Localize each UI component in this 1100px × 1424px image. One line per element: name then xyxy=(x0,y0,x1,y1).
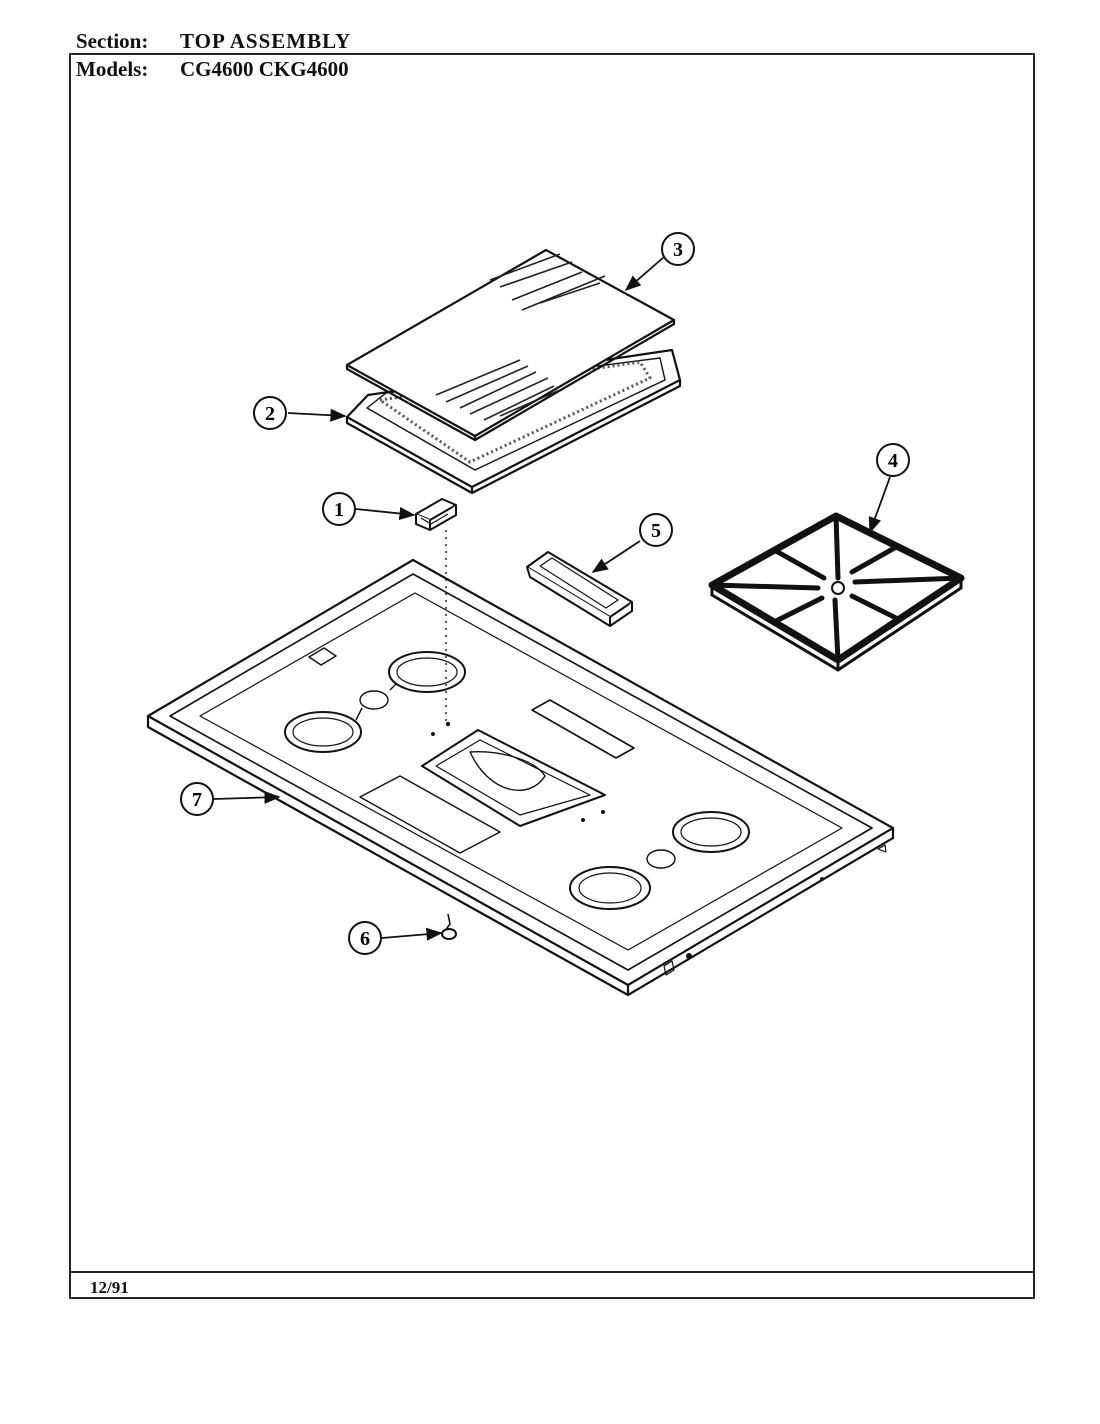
revision-date: 12/91 xyxy=(90,1278,129,1297)
svg-text:7: 7 xyxy=(192,789,202,811)
models-list: CG4600 CKG4600 xyxy=(180,57,349,81)
burner-grate xyxy=(708,512,965,672)
leader-6 xyxy=(381,927,443,941)
left-burner-openings xyxy=(284,651,466,753)
griddle-cover xyxy=(345,248,676,442)
leader-7 xyxy=(213,790,281,804)
callout-2: 2 xyxy=(253,396,287,430)
svg-text:3: 3 xyxy=(673,239,683,261)
svg-text:1: 1 xyxy=(334,499,344,521)
svg-text:2: 2 xyxy=(265,403,275,425)
callout-6: 6 xyxy=(348,921,382,955)
callout-4: 4 xyxy=(876,443,910,477)
callout-3: 3 xyxy=(661,232,695,266)
models-label: Models: xyxy=(76,57,149,81)
leader-3 xyxy=(624,256,665,292)
svg-text:5: 5 xyxy=(651,520,661,542)
right-burner-openings xyxy=(569,811,750,910)
center-well xyxy=(308,647,635,854)
svg-text:4: 4 xyxy=(888,450,898,472)
leader-4 xyxy=(868,476,891,534)
callout-7: 7 xyxy=(180,782,214,816)
callout-1: 1 xyxy=(322,492,356,526)
leader-lines xyxy=(213,256,891,941)
callout-5: 5 xyxy=(639,513,673,547)
footer-divider xyxy=(69,1271,1035,1273)
leader-1 xyxy=(355,507,416,520)
leader-2 xyxy=(287,408,347,422)
section-label: Section: xyxy=(76,29,149,53)
drawing-frame xyxy=(69,53,1035,1299)
leader-5 xyxy=(591,540,641,573)
ignitor-cover xyxy=(526,551,633,627)
svg-text:6: 6 xyxy=(360,928,370,950)
mounting-screw xyxy=(441,913,457,940)
retainer-clip xyxy=(415,498,457,531)
section-title: TOP ASSEMBLY xyxy=(180,29,352,53)
cooktop-main-top xyxy=(146,558,895,997)
